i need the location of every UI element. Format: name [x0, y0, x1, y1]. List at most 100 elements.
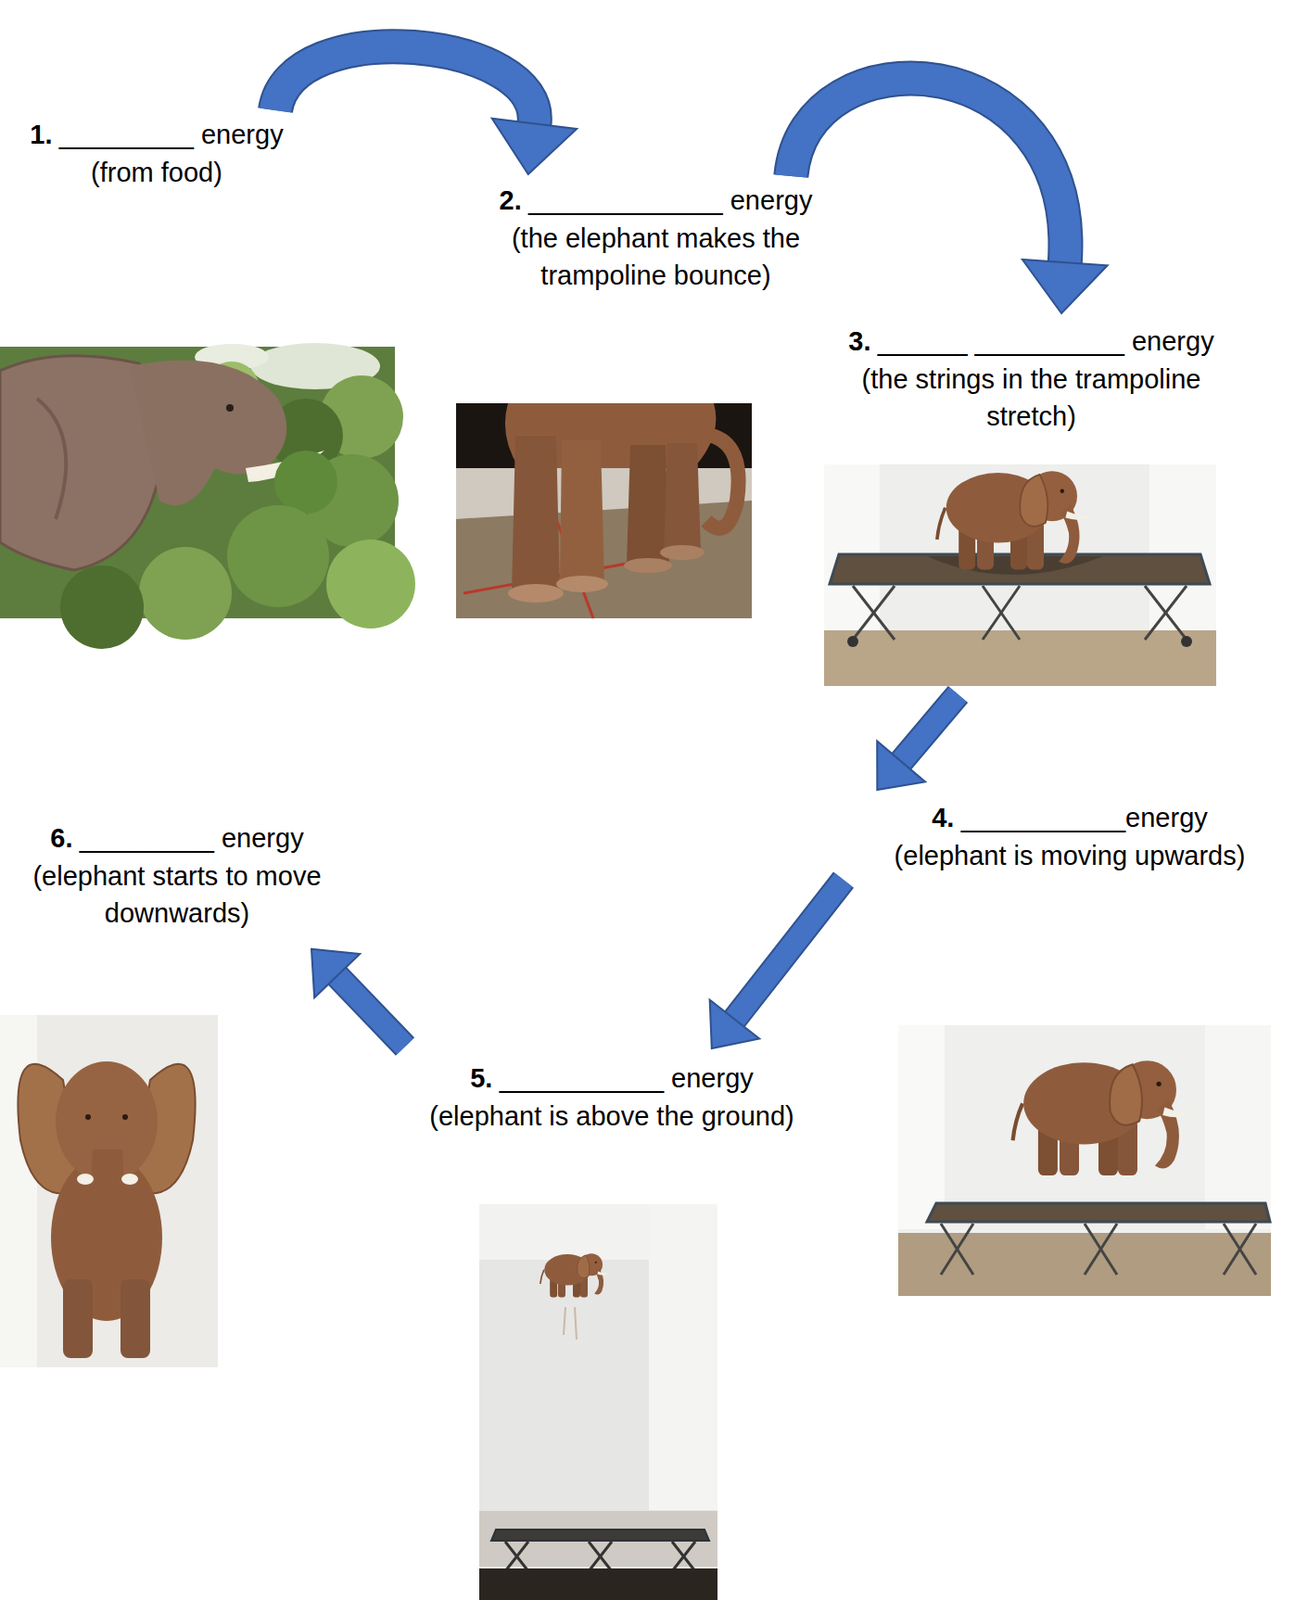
photo-elephant-legs-part — [507, 584, 564, 603]
photo-elephant-rising-part — [1084, 1223, 1118, 1275]
photo-elephant-high-part — [672, 1541, 696, 1572]
stage-heading: 2._____________ energy — [468, 181, 844, 220]
photo-trampoline-stretch — [824, 464, 1217, 686]
photo-trampoline-stretch-part — [847, 635, 859, 648]
photo-elephant-rising-part — [940, 1223, 974, 1275]
photo-elephant-falling-part — [120, 1279, 151, 1359]
stage-heading: 6._________ energy — [5, 819, 349, 858]
callout-number: 5. — [469, 1063, 493, 1093]
photo-elephant-high-part — [479, 1204, 718, 1600]
arrow-outline — [790, 77, 1066, 263]
blank-energy: _________ energy — [59, 119, 284, 150]
stage-heading: 5.___________ energy — [384, 1059, 839, 1098]
arrow-outline — [275, 46, 535, 124]
photo-trampoline-stretch-part — [824, 464, 880, 632]
photo-elephant-high-part — [563, 1307, 566, 1335]
photo-elephant-legs-part — [663, 443, 701, 553]
stage-description: (elephant is moving upwards) — [850, 837, 1289, 876]
arrow-body — [337, 976, 406, 1047]
stage-label: 4.___________energy(elephant is moving u… — [850, 799, 1289, 875]
photo-elephant-eating-part — [60, 565, 144, 649]
arrow-head — [876, 741, 926, 790]
arrow-outline — [337, 976, 406, 1047]
photo-elephant-legs-part — [556, 575, 609, 593]
callout-number: 4. — [931, 802, 954, 833]
stage-description: (elephant starts to move downwards) — [5, 857, 349, 933]
photo-elephant-falling-part — [85, 1114, 91, 1120]
photo-elephant-rising-part — [1084, 1223, 1118, 1275]
arrow-head — [1022, 259, 1108, 314]
stage-label: 6._________ energy(elephant starts to mo… — [5, 819, 349, 933]
photo-elephant-high-part — [672, 1541, 696, 1572]
arrow-head — [710, 1000, 761, 1049]
arrow-body — [275, 46, 535, 124]
photo-trampoline-stretch-part — [982, 585, 1020, 640]
photo-elephant-falling-part — [122, 1114, 128, 1120]
photo-elephant-falling-part — [0, 1015, 218, 1368]
photo-elephant-eating-part — [227, 505, 330, 608]
photo-elephant-high-part — [588, 1541, 612, 1572]
photo-elephant-eating-part — [326, 539, 416, 629]
blank-energy: _____________ energy — [528, 185, 813, 216]
photo-elephant-eating-part — [129, 359, 287, 506]
stage-heading: 4.___________energy — [850, 799, 1289, 838]
photo-elephant-high-part — [588, 1541, 612, 1572]
photo-trampoline-stretch-part — [937, 470, 1092, 570]
photo-elephant-legs-part — [511, 435, 560, 594]
photo-elephant-rising-part — [1223, 1223, 1257, 1275]
stage-label: 3.______ __________ energy(the strings i… — [815, 322, 1247, 689]
photo-elephant-legs-part — [456, 403, 752, 619]
blank-energy: _________ energy — [79, 823, 305, 853]
stage-description: (the elephant makes the trampoline bounc… — [468, 219, 844, 295]
callout-number: 3. — [848, 326, 871, 356]
photo-elephant-rising-part — [1223, 1223, 1257, 1275]
arrow-head — [311, 949, 360, 998]
photo-elephant-rising — [898, 1025, 1271, 1296]
photo-elephant-rising-part — [1205, 1025, 1271, 1230]
photo-elephant-rising-part — [926, 1203, 1270, 1222]
stage-label: 1._________ energy(from food) — [8, 115, 305, 191]
stage-description: (from food) — [8, 153, 305, 192]
blank-energy: ______ __________ energy — [877, 326, 1215, 356]
photo-elephant-high — [479, 1204, 718, 1600]
photo-elephant-rising-part — [940, 1223, 974, 1275]
photo-elephant-eating-part — [37, 398, 66, 520]
callout-number: 6. — [50, 823, 73, 853]
photo-elephant-falling-part — [90, 1149, 125, 1263]
blank-energy: ___________energy — [961, 802, 1208, 833]
photo-elephant-high-part — [574, 1307, 577, 1340]
arrow-body — [790, 77, 1066, 263]
photo-elephant-falling-part — [63, 1279, 93, 1359]
photo-elephant-eating-part — [139, 546, 232, 640]
photo-trampoline-stretch-part — [1180, 635, 1193, 648]
photo-elephant-high-part — [505, 1541, 529, 1572]
photo-trampoline-stretch-part — [852, 585, 895, 640]
arrow-outline — [901, 694, 958, 762]
photo-elephant-eating-part — [274, 450, 338, 514]
photo-elephant-legs-part — [660, 545, 705, 560]
photo-elephant-falling — [0, 1015, 218, 1368]
photo-trampoline-stretch-part — [1144, 585, 1187, 640]
photo-trampoline-stretch-part — [852, 585, 895, 640]
block-arrow — [876, 694, 958, 790]
photo-elephant-legs-part — [559, 440, 605, 585]
callout-number: 1. — [29, 119, 52, 150]
photo-elephant-high-part — [479, 1568, 718, 1600]
photo-elephant-rising-part — [898, 1025, 1271, 1296]
photo-trampoline-stretch-part — [824, 464, 1217, 686]
arrow-head — [492, 118, 577, 175]
photo-elephant-high-part — [491, 1529, 710, 1541]
stage-label: 2._____________ energy(the elephant make… — [468, 181, 844, 295]
photo-elephant-rising-part — [1013, 1060, 1193, 1176]
stage-description: (elephant is above the ground) — [384, 1097, 839, 1136]
photo-elephant-eating-part — [226, 404, 234, 412]
block-arrow — [790, 77, 1107, 314]
block-arrow — [275, 46, 577, 175]
photo-elephant-high-part — [648, 1204, 718, 1511]
stage-heading: 1._________ energy — [8, 115, 305, 154]
photo-elephant-high-part — [505, 1541, 529, 1572]
arrow-body — [734, 879, 844, 1019]
block-arrow — [710, 879, 844, 1049]
photo-elephant-rising-part — [898, 1025, 945, 1230]
